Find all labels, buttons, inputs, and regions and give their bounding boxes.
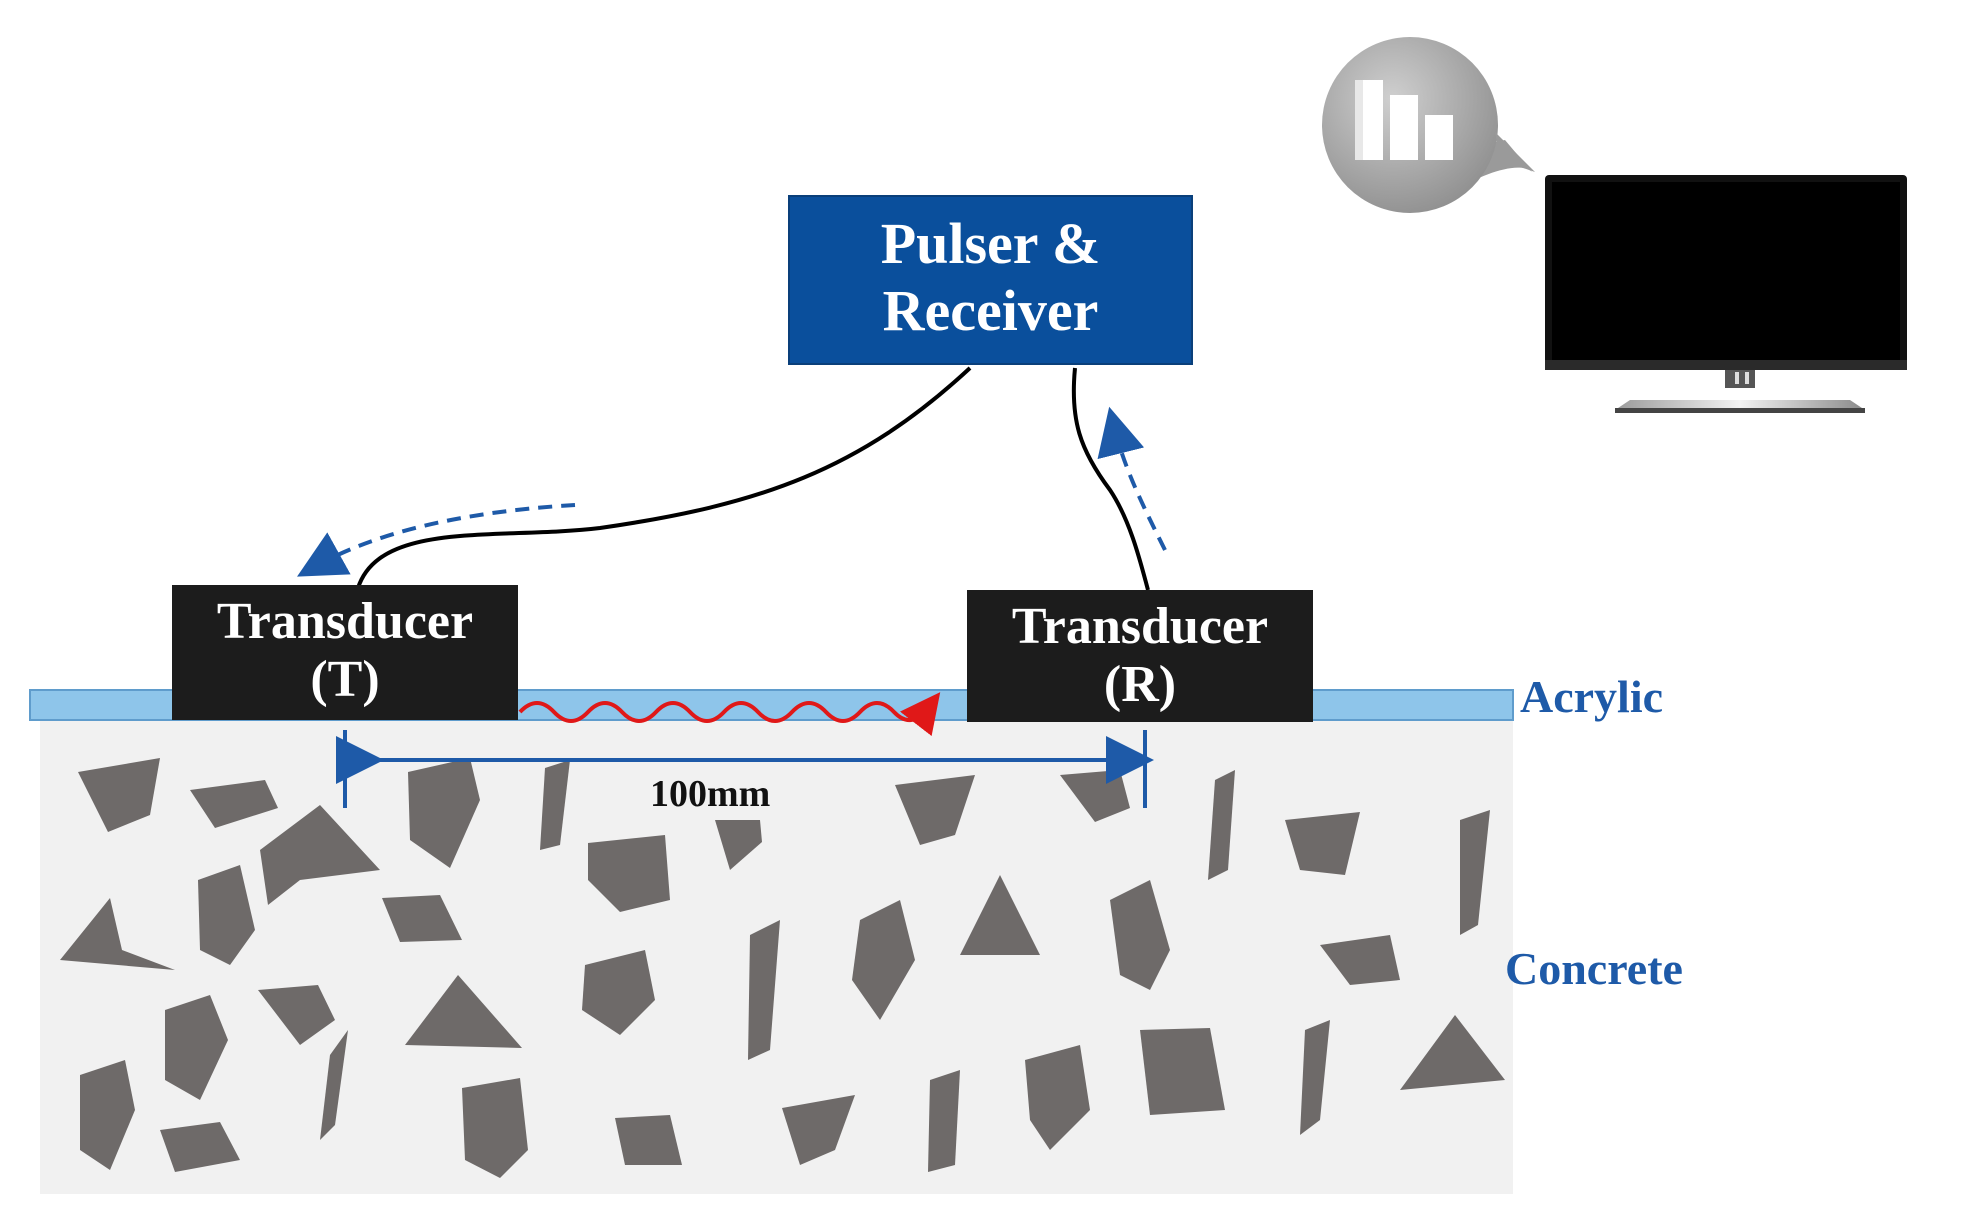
transducer-receiver: Transducer (R) [967,590,1313,722]
bar-chart-bubble-icon [1322,37,1535,213]
aggregates [60,758,1505,1178]
transducer-transmitter: Transducer (T) [172,585,518,720]
pulser-receiver-label: Pulser & Receiver [790,211,1191,344]
signal-arrow-in [1097,406,1167,551]
concrete-label: Concrete [1505,943,1683,994]
ultrasonic-wave [518,692,941,737]
pulser-receiver-box: Pulser & Receiver [788,195,1193,365]
monitor-icon [1545,175,1907,413]
cable-transmitter [356,366,972,589]
transducer-r-line1: Transducer [1011,598,1269,655]
transducer-t-line1: Transducer [216,593,474,650]
acrylic-label: Acrylic [1520,671,1664,722]
cable-receiver [1071,367,1150,591]
pulser-receiver-line1: Pulser & [880,211,1101,276]
distance-label: 100mm [650,773,771,815]
pulser-receiver-line2: Receiver [882,277,1099,343]
transducer-t-line2: (T) [310,651,380,709]
transducer-r-label: Transducer (R) [967,598,1313,714]
signal-arrow-out [297,503,576,577]
transducer-t-label: Transducer (T) [172,593,518,709]
transducer-r-line2: (R) [1103,656,1177,714]
